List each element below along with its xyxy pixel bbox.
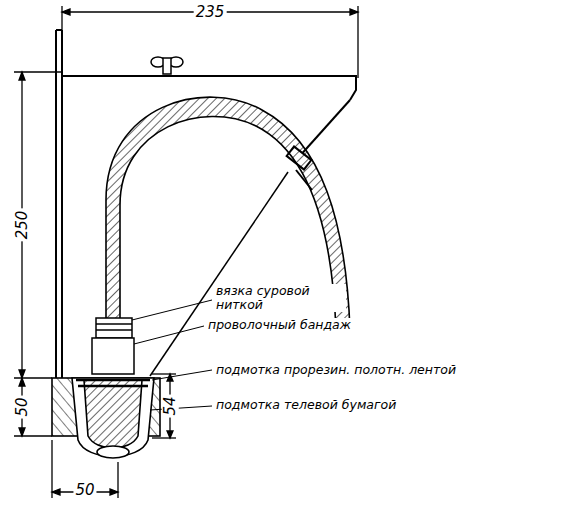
note-label: вязка суровой ниткой	[214, 284, 346, 312]
dimension-lines	[14, 6, 358, 498]
dimension: 54	[162, 394, 179, 417]
bracket	[56, 30, 356, 378]
hose	[106, 97, 350, 330]
dimension: 50	[14, 395, 31, 418]
note-label: проволочный бандаж	[206, 318, 353, 332]
dimension: 235	[194, 4, 227, 21]
note-label: подмотка телевой бумагой	[214, 398, 398, 412]
dimension: 50	[73, 482, 96, 499]
dimension: 250	[14, 209, 31, 242]
base-block	[52, 378, 160, 458]
hose-fitting	[92, 318, 134, 374]
note-label: подмотка прорезин. полотн. лентой	[214, 363, 458, 377]
wing-nut	[151, 57, 183, 74]
